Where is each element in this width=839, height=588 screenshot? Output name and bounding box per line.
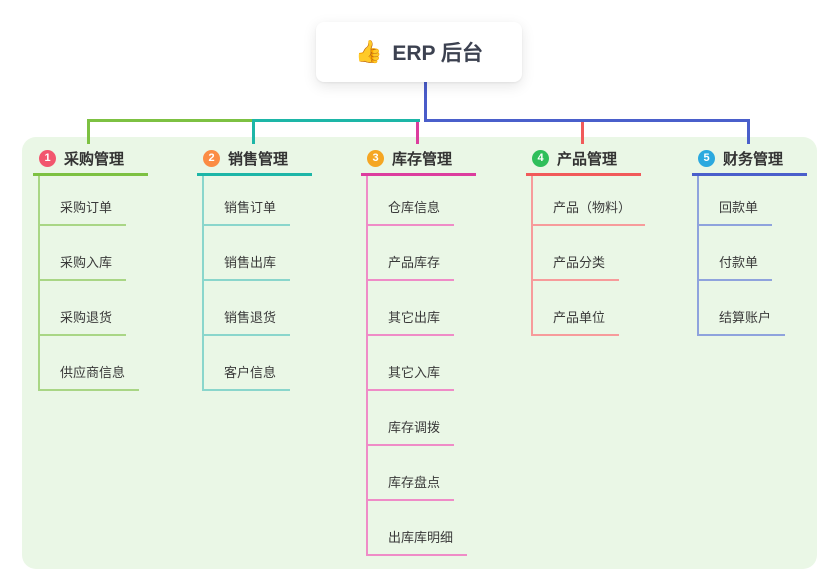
connector-drop-3 [416,119,419,144]
branch-children: 回款单 付款单 结算账户 [697,176,786,336]
branch-sales: 2 销售管理 销售订单 销售出库 销售退货 客户信息 [197,137,313,391]
node-purchase-return[interactable]: 采购退货 [40,281,127,336]
connector-bus-blue [424,119,750,122]
connector-drop-2 [252,119,255,144]
branch-purchase: 1 采购管理 采购订单 采购入库 采购退货 供应商信息 [33,137,149,391]
branch-header-purchase[interactable]: 1 采购管理 [33,137,149,176]
node-payment-order[interactable]: 付款单 [699,226,773,281]
connector-drop-4 [581,119,584,144]
node-receipt-order[interactable]: 回款单 [699,176,773,226]
branch-index-badge: 2 [203,149,220,167]
branch-children: 采购订单 采购入库 采购退货 供应商信息 [38,176,140,391]
node-product-stock[interactable]: 产品库存 [368,226,455,281]
node-stock-transfer[interactable]: 库存调拨 [368,391,455,446]
node-product-material[interactable]: 产品（物料） [533,176,646,226]
branch-header-finance[interactable]: 5 财务管理 [692,137,808,176]
node-purchase-inbound[interactable]: 采购入库 [40,226,127,281]
branch-children: 销售订单 销售出库 销售退货 客户信息 [202,176,291,391]
branch-label: 财务管理 [723,150,784,168]
branches-panel [22,137,817,569]
branch-inventory: 3 库存管理 仓库信息 产品库存 其它出库 其它入库 库存调拨 库存盘点 出库库… [361,137,477,556]
node-sales-outbound[interactable]: 销售出库 [204,226,291,281]
root-node[interactable]: 👍 ERP 后台 [316,22,522,82]
node-sales-return[interactable]: 销售退货 [204,281,291,336]
branch-children: 仓库信息 产品库存 其它出库 其它入库 库存调拨 库存盘点 出库库明细 [366,176,468,556]
branch-label: 产品管理 [557,150,618,168]
branch-header-product[interactable]: 4 产品管理 [526,137,642,176]
root-title: ERP 后台 [392,42,484,65]
branch-index-badge: 3 [367,149,384,167]
node-stock-taking[interactable]: 库存盘点 [368,446,455,501]
branch-header-inventory[interactable]: 3 库存管理 [361,137,477,176]
branch-index-badge: 4 [532,149,549,167]
thumbs-up-icon: 👍 [354,39,383,64]
branch-finance: 5 财务管理 回款单 付款单 结算账户 [692,137,808,336]
connector-drop-5 [747,119,750,144]
connector-bus-teal [252,119,420,122]
node-sales-order[interactable]: 销售订单 [204,176,291,226]
node-supplier-info[interactable]: 供应商信息 [40,336,140,391]
node-other-inbound[interactable]: 其它入库 [368,336,455,391]
branch-index-badge: 5 [698,149,715,167]
node-outbound-detail[interactable]: 出库库明细 [368,501,468,556]
node-other-outbound[interactable]: 其它出库 [368,281,455,336]
node-warehouse-info[interactable]: 仓库信息 [368,176,455,226]
node-customer-info[interactable]: 客户信息 [204,336,291,391]
branch-children: 产品（物料） 产品分类 产品单位 [531,176,646,336]
branch-product: 4 产品管理 产品（物料） 产品分类 产品单位 [526,137,646,336]
branch-label: 采购管理 [64,150,125,168]
connector-drop-1 [87,119,90,144]
node-settlement-account[interactable]: 结算账户 [699,281,786,336]
branch-index-badge: 1 [39,149,56,167]
branch-label: 销售管理 [228,150,289,168]
root-trunk-line [424,81,427,122]
node-product-category[interactable]: 产品分类 [533,226,620,281]
node-product-unit[interactable]: 产品单位 [533,281,620,336]
connector-bus-green [87,119,253,122]
branch-header-sales[interactable]: 2 销售管理 [197,137,313,176]
branch-label: 库存管理 [392,150,453,168]
node-purchase-order[interactable]: 采购订单 [40,176,127,226]
